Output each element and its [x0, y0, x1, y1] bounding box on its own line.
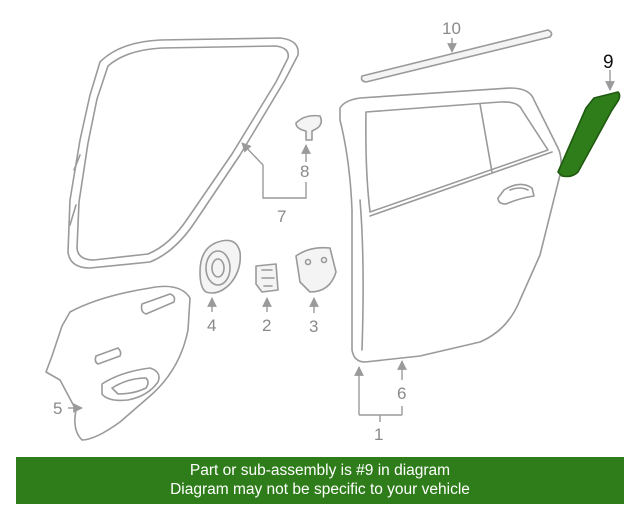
- callout-1: 1: [374, 425, 383, 444]
- part-9-garnish[interactable]: [557, 91, 621, 178]
- banner-line-2: Diagram may not be specific to your vehi…: [170, 481, 470, 498]
- callout-10: 10: [442, 19, 461, 38]
- callout-8: 8: [300, 162, 309, 181]
- part-10-belt-molding[interactable]: [360, 29, 553, 83]
- part-4-speaker[interactable]: [199, 239, 242, 294]
- callout-3: 3: [309, 317, 318, 336]
- info-banner: Part or sub-assembly is #9 in diagram Di…: [16, 457, 624, 504]
- part-7-weatherstrip[interactable]: [67, 37, 299, 269]
- callout-9: 9: [603, 52, 614, 73]
- leader-7: [241, 142, 307, 199]
- callout-6: 6: [397, 384, 406, 403]
- part-5-trim-panel[interactable]: [45, 285, 191, 441]
- part-2-lock[interactable]: [255, 263, 279, 293]
- parts-diagram: 8 7 10 1 6 9 4 2: [45, 19, 621, 444]
- callout-7: 7: [277, 207, 286, 226]
- part-3-cover[interactable]: [295, 246, 337, 293]
- part-8-clip[interactable]: [295, 114, 323, 141]
- callout-5: 5: [53, 399, 62, 418]
- part-1-door-shell[interactable]: [339, 87, 562, 363]
- callout-2: 2: [262, 316, 271, 335]
- callout-4: 4: [207, 316, 216, 335]
- banner-line-1: Part or sub-assembly is #9 in diagram: [189, 462, 451, 479]
